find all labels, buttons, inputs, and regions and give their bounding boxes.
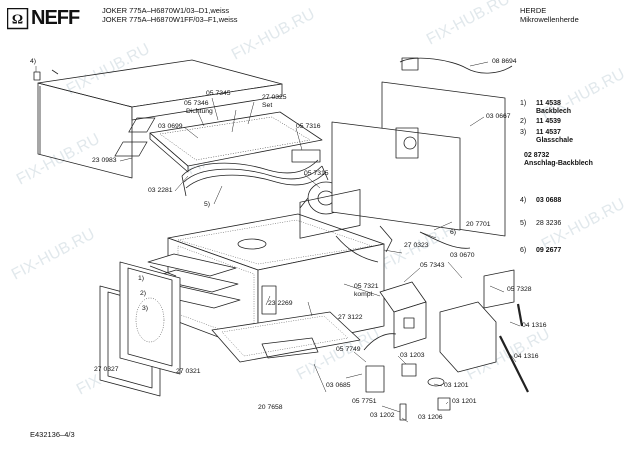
- part-label: 20 7701: [466, 221, 491, 228]
- legend-code: 11 4537: [536, 129, 561, 136]
- legend-desc: Anschlag-Backblech: [524, 160, 593, 167]
- part-label: 03 1201: [452, 398, 477, 405]
- part-label: 05 7316: [296, 123, 321, 130]
- brand-name: NEFF: [31, 7, 80, 29]
- part-label: 5): [204, 201, 211, 208]
- part-label: 3): [142, 305, 149, 312]
- legend-code: 11 4538: [536, 100, 561, 107]
- waveguide-plate: [114, 111, 323, 173]
- part-label: 27 0323: [404, 242, 429, 249]
- svg-text:Ω: Ω: [12, 13, 23, 28]
- part-label: 03 2281: [148, 187, 173, 194]
- watermark-text: FIX-HUB.RU: [424, 0, 513, 49]
- part-label: 6): [450, 229, 457, 236]
- part-label: 05 7321: [354, 283, 379, 290]
- heating-element: [181, 159, 329, 197]
- legend-num: 4): [520, 197, 527, 204]
- leader-lines: [35, 61, 521, 423]
- bottom-plate: [211, 311, 361, 363]
- legend-code: 11 4539: [536, 118, 561, 125]
- part-label: 20 7658: [258, 404, 283, 411]
- part-label: 03 0670: [450, 252, 475, 259]
- legend-desc: Backblech: [536, 108, 572, 115]
- part-label: 2): [140, 290, 147, 297]
- model-line-1: JOKER 775A–H6870W1/03–D1,weiss: [102, 6, 230, 15]
- footer-code: E432136–4/3: [30, 430, 75, 439]
- part-label: 27 0321: [176, 368, 201, 375]
- legend-code: 02 8732: [524, 152, 550, 159]
- part-label: 23 2269: [268, 300, 293, 307]
- part-label: 03 1203: [400, 352, 425, 359]
- part-label: 04 1316: [514, 353, 539, 360]
- watermark-text: FIX-HUB.RU: [229, 6, 318, 64]
- part-label: 03 0685: [326, 382, 351, 389]
- part-label: 23 0983: [92, 157, 117, 164]
- part-label: 27 0327: [94, 366, 119, 373]
- part-label: 4): [30, 58, 37, 65]
- part-label: 05 7328: [507, 286, 532, 293]
- legend-num: 3): [520, 129, 527, 136]
- category-title: HERDE: [520, 6, 547, 15]
- outer-casing-cover: [37, 59, 283, 179]
- legend-desc: Glasschale: [536, 137, 573, 144]
- part-label: 03 0699: [158, 123, 183, 130]
- watermark-text: FIX-HUB.RU: [64, 41, 153, 99]
- part-label: 27 3122: [338, 314, 363, 321]
- part-label: 08 8694: [492, 58, 517, 65]
- part-label: 03 1202: [370, 412, 395, 419]
- subcategory-title: Mikrowellenherde: [520, 15, 579, 24]
- back-panel: [331, 57, 513, 237]
- part-label: 03 1206: [418, 414, 443, 421]
- part-label: 04 1316: [522, 322, 547, 329]
- door-frame: [99, 261, 181, 397]
- part-label: kompl.: [354, 291, 375, 298]
- model-line-2: JOKER 775A–H6870W1FF/03–F1,weiss: [102, 15, 238, 24]
- part-label: 05 7315: [304, 170, 329, 177]
- part-label: 27 0325: [262, 94, 287, 101]
- part-label: 05 7345: [206, 90, 231, 97]
- part-label: 05 7749: [336, 346, 361, 353]
- neff-logo-icon: Ω: [6, 7, 29, 30]
- legend-num: 2): [520, 118, 527, 125]
- legend-code: 28 3236: [536, 220, 562, 227]
- legend-num: 6): [520, 247, 527, 254]
- part-label: 05 7751: [352, 398, 377, 405]
- legend-code: 03 0688: [536, 197, 562, 204]
- part-label: 03 0667: [486, 113, 511, 120]
- legend-num: 5): [520, 220, 527, 227]
- legend-code: 09 2677: [536, 247, 562, 254]
- watermark-text: FIX-HUB.RU: [9, 226, 98, 284]
- part-label: 05 7346: [184, 100, 209, 107]
- small-part-4: [33, 69, 59, 81]
- switch-parts: [335, 225, 471, 421]
- part-label: Dichtung: [186, 108, 213, 115]
- part-label: 1): [138, 275, 145, 282]
- door-lock-assembly: [379, 281, 427, 349]
- part-label: Set: [262, 102, 273, 109]
- legend-num: 1): [520, 100, 527, 107]
- part-label: 05 7343: [420, 262, 445, 269]
- brand-logo: Ω NEFF: [6, 7, 91, 30]
- side-bracket: [439, 269, 529, 393]
- part-label: 03 1201: [444, 382, 469, 389]
